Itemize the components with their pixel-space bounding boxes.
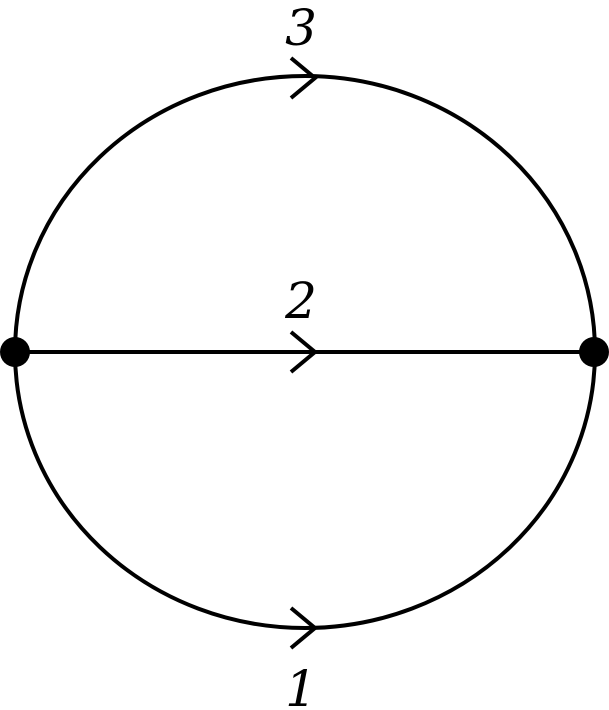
- edge-2-arrow: [289, 330, 319, 374]
- edge-3-arc: [13, 74, 597, 353]
- edge-3-label: 3: [285, 0, 317, 57]
- edge-1-label: 1: [285, 660, 317, 710]
- edge-3-arrow: [289, 56, 319, 100]
- right-node: [579, 337, 609, 367]
- edge-1-arc: [13, 351, 597, 630]
- left-node: [0, 337, 30, 367]
- edge-1-arrow: [289, 606, 319, 650]
- edge-2-label: 2: [284, 272, 317, 330]
